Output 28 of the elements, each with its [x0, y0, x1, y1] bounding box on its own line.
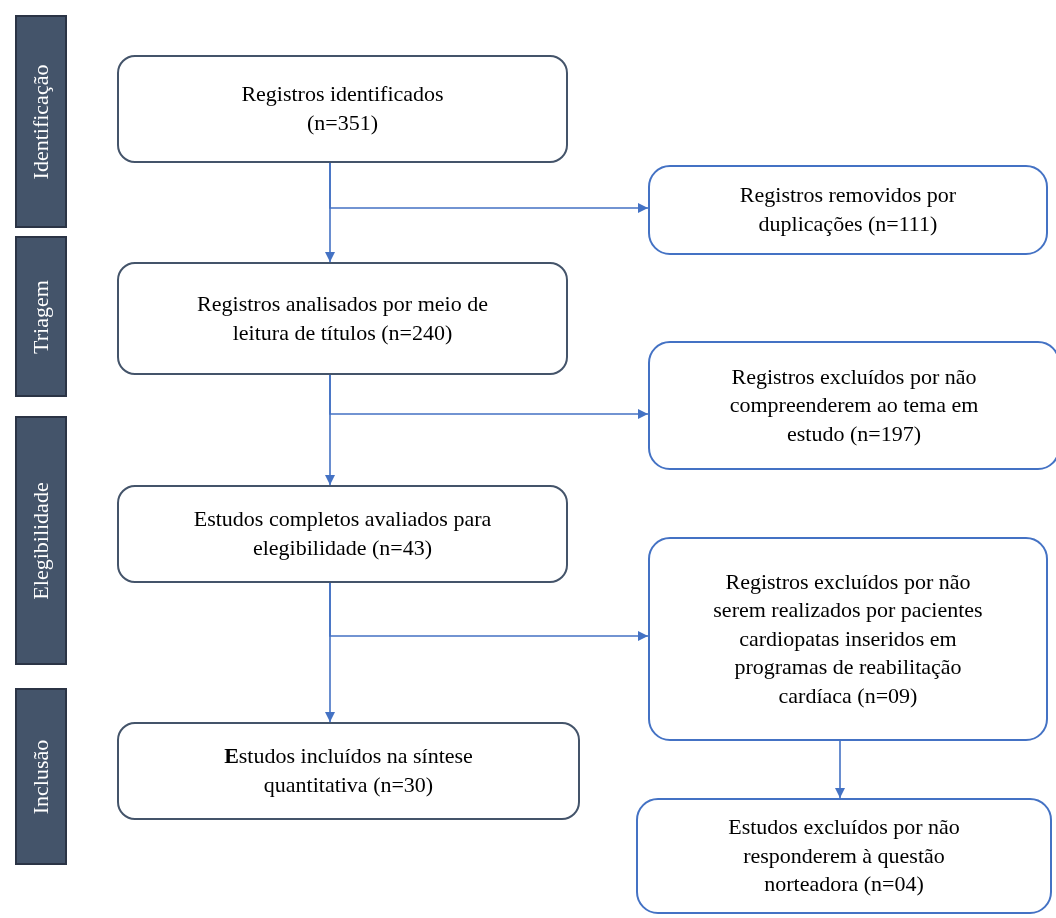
phase-band	[15, 688, 67, 865]
process-box	[117, 262, 568, 375]
box-text: Registros identificados (n=351)	[240, 80, 445, 137]
process-box	[648, 537, 1048, 741]
box-text: Estudos completos avaliados para elegibilidade (n=43)	[192, 505, 493, 562]
arrow	[835, 740, 845, 799]
phase-label: Triagem	[28, 279, 54, 354]
phase-label: Identificação	[28, 64, 54, 179]
box-text: Registros excluídos por não serem realizados por pacientes cardiopatas inseridos em programas de reabilitação cardíaca (n=09)	[712, 567, 984, 710]
process-box	[636, 798, 1052, 914]
phase-label: Inclusão	[28, 739, 54, 814]
process-box	[117, 55, 568, 163]
box-text: Estudos excluídos por não responderem à questão norteadora (n=04)	[727, 813, 961, 899]
process-box	[648, 341, 1056, 470]
phase-label: Elegibilidade	[28, 481, 54, 600]
arrow	[329, 162, 649, 213]
box-text: Estudos incluídos na síntese quantitativa (n=30)	[223, 742, 474, 799]
process-box	[117, 485, 568, 583]
process-box	[648, 165, 1048, 255]
phase-band	[15, 15, 67, 228]
box-text: Registros excluídos por não compreenderem ao tema em estudo (n=197)	[728, 362, 980, 448]
box-text: Registros removidos por duplicações (n=111)	[738, 181, 958, 238]
phase-band	[15, 236, 67, 397]
process-box	[117, 722, 580, 820]
arrow	[329, 582, 649, 641]
arrow	[329, 374, 649, 419]
box-text: Registros analisados por meio de leitura de títulos (n=240)	[196, 289, 489, 347]
phase-band	[15, 416, 67, 665]
